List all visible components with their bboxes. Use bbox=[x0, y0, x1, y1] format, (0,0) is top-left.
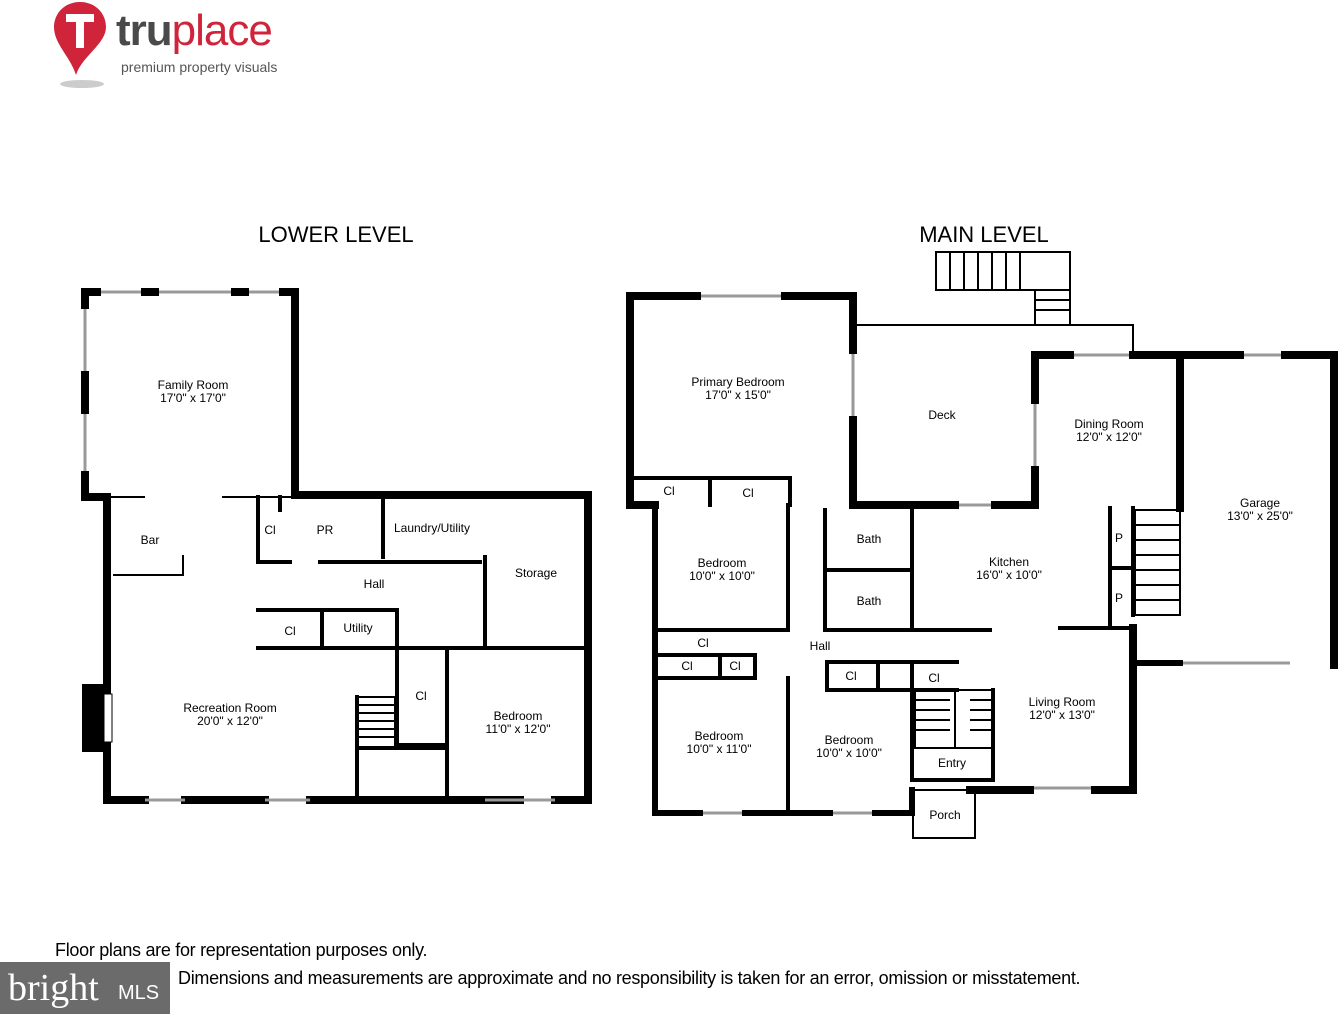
room-size: 10'0" x 10'0" bbox=[816, 746, 882, 760]
room-size: 12'0" x 12'0" bbox=[1076, 430, 1142, 444]
stairs bbox=[912, 509, 1181, 839]
deck-stairs bbox=[855, 251, 1134, 355]
room-name: Hall bbox=[364, 577, 385, 591]
room-name: Bedroom bbox=[825, 733, 874, 747]
lower-level-title: LOWER LEVEL bbox=[258, 222, 413, 247]
logo-tagline: premium property visuals bbox=[121, 59, 278, 75]
room-name: Hall bbox=[810, 639, 831, 653]
room-name: Cl bbox=[729, 659, 740, 673]
room-name: Cl bbox=[681, 659, 692, 673]
room-name: Cl bbox=[697, 636, 708, 650]
room-name: P bbox=[1115, 531, 1123, 545]
bright-mls-watermark: bright MLS bbox=[0, 962, 170, 1014]
room-name: Entry bbox=[938, 756, 966, 770]
room-name: Cl bbox=[264, 523, 275, 537]
room-size: 17'0" x 15'0" bbox=[705, 388, 771, 402]
room-name: Garage bbox=[1240, 496, 1280, 510]
logo-tru: tru bbox=[116, 6, 173, 55]
room-size: 11'0" x 12'0" bbox=[486, 722, 551, 736]
room-name: Deck bbox=[928, 408, 956, 422]
disclaimer-line-2: Dimensions and measurements are approxim… bbox=[178, 968, 1081, 988]
stairs bbox=[357, 696, 396, 748]
room-name: Family Room bbox=[158, 378, 229, 392]
truplace-logo: truplace premium property visuals bbox=[52, 0, 292, 92]
room-name: Porch bbox=[929, 808, 960, 822]
room-name: Cl bbox=[928, 671, 939, 685]
room-name: Laundry/Utility bbox=[394, 521, 470, 535]
room-name: Kitchen bbox=[989, 555, 1029, 569]
main-level-title: MAIN LEVEL bbox=[919, 222, 1049, 247]
room-name: PR bbox=[317, 523, 334, 537]
lower-level-plan: LOWER LEVEL Family Room 17'0" x 17'0" Ba… bbox=[81, 222, 592, 804]
room-name: Bedroom bbox=[698, 556, 747, 570]
room-name: Cl bbox=[845, 669, 856, 683]
main-level-plan: MAIN LEVEL Primary Bedroom 17'0" x 15'0"… bbox=[626, 222, 1338, 839]
disclaimer-line-1: Floor plans are for representation purpo… bbox=[55, 940, 428, 960]
room-name: Storage bbox=[515, 566, 557, 580]
room-size: 16'0" x 10'0" bbox=[976, 568, 1042, 582]
room-name: Bedroom bbox=[494, 709, 543, 723]
room-name: Cl bbox=[742, 486, 753, 500]
room-name: Bedroom bbox=[695, 729, 744, 743]
room-size: 17'0" x 17'0" bbox=[160, 391, 226, 405]
room-name: Bath bbox=[857, 594, 882, 608]
room-name: Cl bbox=[415, 689, 426, 703]
fireplace bbox=[82, 684, 104, 752]
room-name: Living Room bbox=[1029, 695, 1096, 709]
logo-place: place bbox=[171, 6, 273, 55]
room-size: 12'0" x 13'0" bbox=[1029, 708, 1095, 722]
room-name: Bar bbox=[141, 533, 160, 547]
map-pin-icon bbox=[54, 2, 106, 88]
room-name: Bath bbox=[857, 532, 882, 546]
room-name: Utility bbox=[343, 621, 372, 635]
room-name: P bbox=[1115, 591, 1123, 605]
room-name: Primary Bedroom bbox=[691, 375, 784, 389]
logo-wordmark: truplace bbox=[116, 6, 273, 56]
room-size: 10'0" x 10'0" bbox=[689, 569, 755, 583]
room-name: Dining Room bbox=[1074, 417, 1143, 431]
watermark-suffix: MLS bbox=[118, 982, 160, 1004]
room-name: Cl bbox=[284, 624, 295, 638]
watermark-brand: bright bbox=[8, 967, 99, 1009]
room-name: Recreation Room bbox=[183, 701, 276, 715]
room-size: 20'0" x 12'0" bbox=[197, 714, 263, 728]
room-name: Cl bbox=[663, 484, 674, 498]
room-size: 10'0" x 11'0" bbox=[687, 742, 752, 756]
room-size: 13'0" x 25'0" bbox=[1227, 509, 1293, 523]
